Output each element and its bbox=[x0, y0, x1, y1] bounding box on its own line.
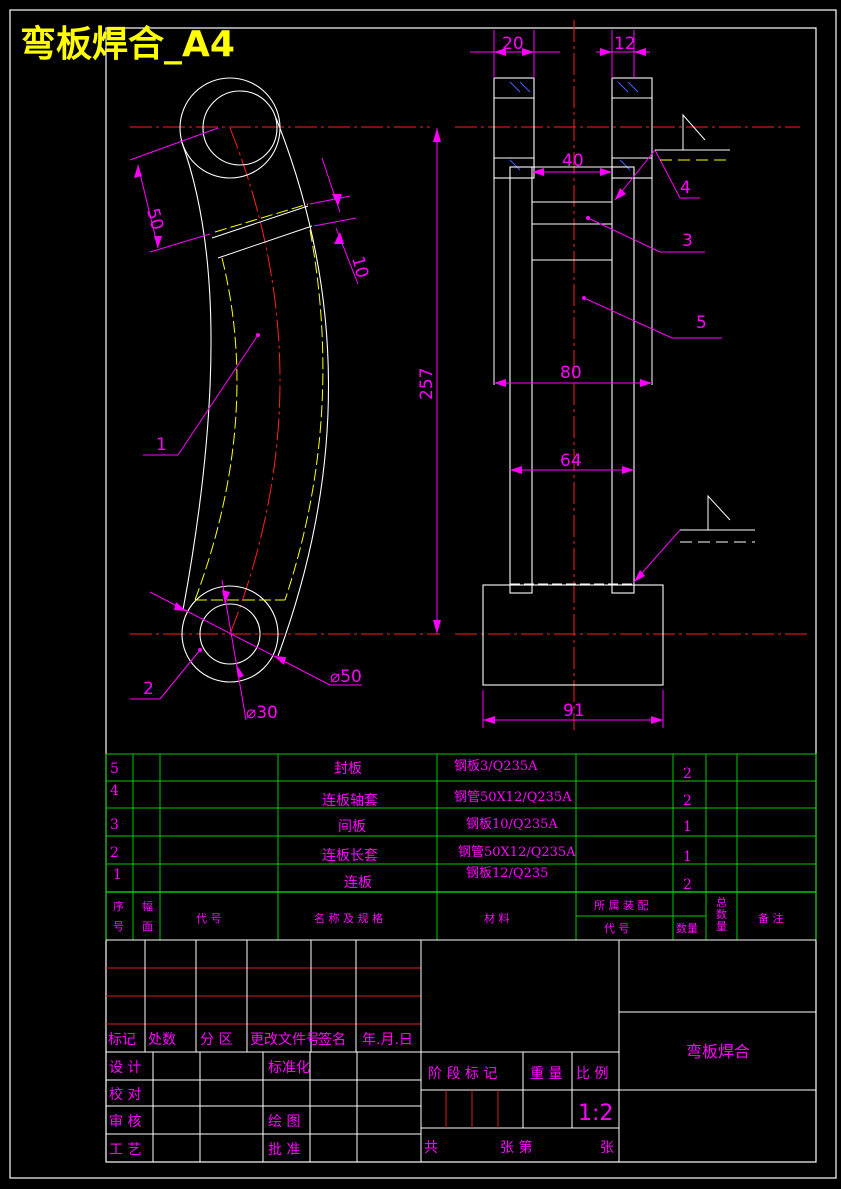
hdr-material: 材 料 bbox=[484, 911, 510, 925]
svg-text:连板长套: 连板长套 bbox=[322, 848, 378, 864]
inner-border bbox=[105, 27, 817, 1163]
label-check: 校 对 bbox=[109, 1086, 141, 1103]
svg-text:钢板12/Q235: 钢板12/Q235 bbox=[466, 866, 548, 881]
dim-257: 257 bbox=[417, 368, 437, 400]
label-sheets: 张 第 bbox=[500, 1139, 532, 1156]
svg-text:2: 2 bbox=[683, 766, 692, 782]
rev-label-doc: 更改文件号 bbox=[250, 1032, 320, 1048]
title-block: 标记 处数 分 区 更改文件号 签名 年.月.日 设 计 校 对 审 核 工 艺… bbox=[106, 939, 816, 1162]
label-review: 审 核 bbox=[109, 1114, 141, 1130]
svg-text:钢板3/Q235A: 钢板3/Q235A bbox=[454, 759, 538, 774]
svg-text:1: 1 bbox=[683, 849, 692, 865]
svg-text:钢管50X12/Q235A: 钢管50X12/Q235A bbox=[458, 845, 576, 860]
svg-text:2: 2 bbox=[110, 845, 119, 861]
bom-row: 1 连板 钢板12/Q235 2 bbox=[113, 866, 692, 893]
bom-row: 4 连板轴套 钢管50X12/Q235A 2 bbox=[110, 783, 692, 809]
svg-text:量: 量 bbox=[716, 920, 727, 933]
label-weight: 重 量 bbox=[530, 1066, 562, 1082]
drawing-title: 弯板焊合_A4 bbox=[20, 23, 235, 65]
balloon-2: 2 bbox=[143, 679, 154, 699]
balloon-5: 5 bbox=[696, 313, 707, 333]
outer-border bbox=[9, 9, 837, 1179]
label-process: 工 艺 bbox=[109, 1142, 141, 1158]
dim-dia30: ⌀30 bbox=[246, 703, 278, 723]
label-draw: 绘 图 bbox=[268, 1114, 300, 1130]
rev-label-mark: 标记 bbox=[108, 1032, 136, 1048]
dim-64: 64 bbox=[560, 451, 582, 471]
dim-10: 10 bbox=[347, 254, 372, 280]
svg-text:1: 1 bbox=[113, 867, 122, 883]
dim-12: 12 bbox=[614, 34, 636, 54]
label-sheet-end: 张 bbox=[600, 1140, 614, 1156]
bom-row: 2 连板长套 钢管50X12/Q235A 1 bbox=[110, 845, 692, 865]
svg-text:1: 1 bbox=[683, 819, 692, 835]
dim-50: 50 bbox=[142, 206, 167, 232]
svg-text:2: 2 bbox=[683, 793, 692, 809]
svg-text:间板: 间板 bbox=[338, 819, 366, 835]
rev-label-date: 年.月.日 bbox=[362, 1032, 413, 1048]
svg-text:连板: 连板 bbox=[344, 875, 372, 891]
hdr-sheet: 幅 bbox=[142, 900, 153, 913]
dim-91: 91 bbox=[563, 701, 585, 721]
bom-row: 5 封板 钢板3/Q235A 2 bbox=[110, 759, 692, 782]
hdr-asm-code: 代 号 bbox=[604, 922, 630, 935]
label-standard: 标准化 bbox=[268, 1060, 310, 1076]
balloon-4: 4 bbox=[680, 178, 691, 198]
svg-text:4: 4 bbox=[110, 783, 119, 799]
hdr-assembly: 所 属 装 配 bbox=[594, 899, 649, 912]
bom-table: 5 封板 钢板3/Q235A 2 4 连板轴套 钢管50X12/Q235A 2 … bbox=[105, 753, 817, 941]
svg-text:面: 面 bbox=[142, 920, 153, 933]
svg-text:数: 数 bbox=[716, 908, 727, 921]
rev-label-sign: 签名 bbox=[318, 1031, 346, 1048]
rev-label-count: 处数 bbox=[148, 1032, 176, 1048]
bom-row: 3 间板 钢板10/Q235A 1 bbox=[110, 817, 692, 835]
drawing-name: 弯板焊合 bbox=[686, 1042, 750, 1061]
dim-40: 40 bbox=[562, 151, 584, 171]
dim-80: 80 bbox=[560, 363, 582, 383]
hdr-name-spec: 名 称 及 规 格 bbox=[314, 911, 383, 925]
svg-text:号: 号 bbox=[113, 920, 124, 933]
rev-label-zone: 分 区 bbox=[200, 1032, 232, 1048]
balloon-3: 3 bbox=[682, 231, 693, 251]
svg-text:5: 5 bbox=[110, 761, 119, 777]
svg-text:钢管50X12/Q235A: 钢管50X12/Q235A bbox=[454, 790, 572, 805]
label-stage: 阶 段 标 记 bbox=[428, 1066, 497, 1082]
label-approve: 批 准 bbox=[268, 1142, 300, 1158]
dim-20: 20 bbox=[502, 34, 524, 54]
hdr-seq: 序 bbox=[113, 899, 124, 913]
svg-text:3: 3 bbox=[110, 817, 119, 833]
svg-text:封板: 封板 bbox=[334, 761, 362, 777]
label-design: 设 计 bbox=[109, 1060, 141, 1076]
front-view: 20 12 40 80 64 91 4 bbox=[455, 20, 810, 730]
dim-dia50: ⌀50 bbox=[330, 667, 362, 687]
hdr-remark: 备 注 bbox=[758, 911, 784, 925]
svg-text:2: 2 bbox=[683, 877, 692, 893]
svg-text:连板轴套: 连板轴套 bbox=[322, 793, 378, 809]
hdr-asm-qty: 数量 bbox=[676, 922, 698, 935]
hdr-total-qty: 总 bbox=[716, 895, 727, 909]
hdr-code: 代 号 bbox=[196, 912, 222, 925]
svg-text:钢板10/Q235A: 钢板10/Q235A bbox=[466, 817, 558, 832]
link-plate-view: 50 10 257 1 2 ⌀50 ⌀30 bbox=[129, 77, 441, 723]
scale-value: 1:2 bbox=[578, 1101, 613, 1126]
label-scale: 比 例 bbox=[576, 1066, 608, 1082]
label-sheets-total: 共 bbox=[424, 1140, 438, 1156]
balloon-1: 1 bbox=[156, 435, 167, 455]
